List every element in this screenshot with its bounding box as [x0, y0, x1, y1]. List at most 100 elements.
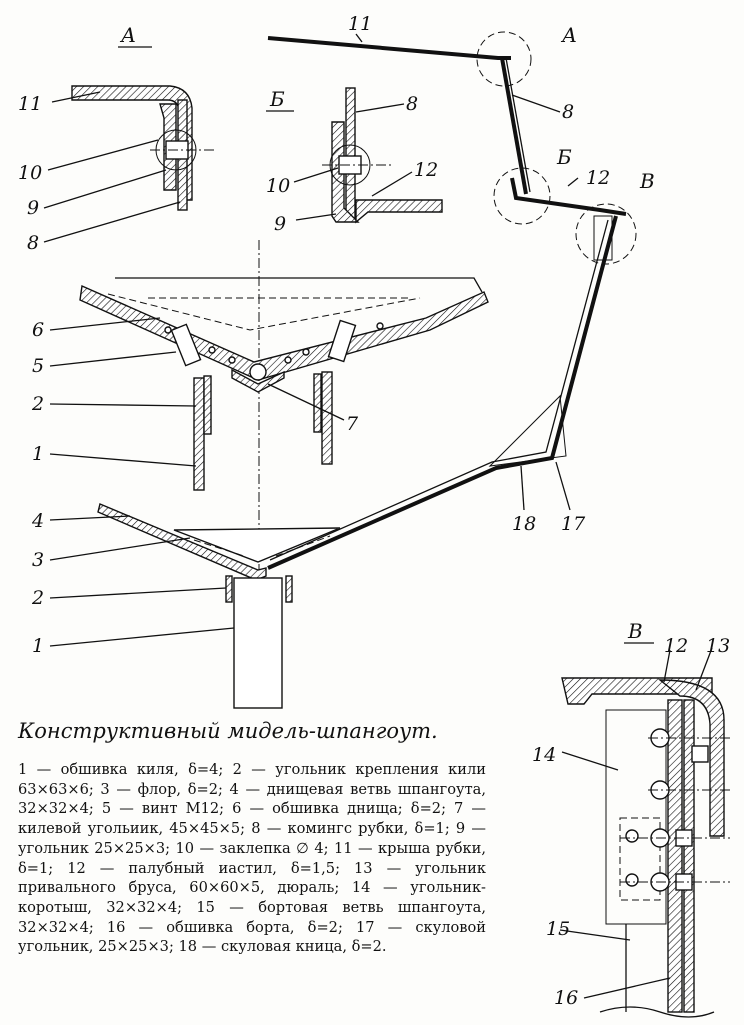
- section-outline: 11 А 8 Б 12 В 18 17: [267, 13, 655, 570]
- num-16: 16: [554, 987, 578, 1009]
- keel-section-upper: 6 5 2 1 7: [31, 277, 489, 491]
- detail-v: В 12 13: [532, 619, 730, 1018]
- figure-legend-text: 1 — обшивка киля, δ=4; 2 — угольник креп…: [18, 761, 486, 956]
- short-angle-14: [605, 709, 667, 925]
- leader-1-upper: [49, 453, 197, 467]
- num-12-top: 12: [586, 167, 610, 189]
- detail-a: А 11 10 9 8: [18, 23, 214, 254]
- num-2-upper: 2: [31, 393, 44, 415]
- leader-4: [49, 515, 131, 521]
- break-line: [599, 1006, 715, 1018]
- num-1-lower: 1: [32, 635, 44, 657]
- coaming-8-b: [345, 87, 356, 219]
- frame-inner-line: [269, 219, 609, 561]
- leader-12-v: [663, 649, 671, 683]
- detail-a-label: А: [119, 23, 136, 47]
- detail-v-rivets: [625, 728, 709, 892]
- num-8-b: 8: [406, 93, 418, 115]
- detail-a-circle: [476, 31, 532, 87]
- leader-17: [555, 461, 571, 511]
- keel-rivet: [249, 363, 267, 381]
- bilge-bracket-18: [488, 394, 567, 467]
- num-10-b: 10: [266, 175, 290, 197]
- num-5: 5: [32, 355, 44, 377]
- rivet-row: [164, 322, 384, 364]
- keel-plate-1-left: [193, 377, 205, 491]
- deck-12-b: [355, 199, 443, 224]
- side-frame-15: [683, 699, 695, 1013]
- leader-2-upper: [49, 403, 197, 407]
- leader-2-lower: [49, 587, 227, 599]
- num-9-a: 9: [27, 197, 39, 219]
- short-angle-dashed: [619, 817, 661, 901]
- detail-v-circle: [575, 203, 637, 265]
- leader-12b: [371, 171, 413, 197]
- num-10-a: 10: [18, 162, 42, 184]
- num-9-b: 9: [274, 213, 286, 235]
- floor-3: [173, 527, 341, 563]
- leader-15: [559, 929, 631, 941]
- keel-angle-2-right: [313, 373, 322, 433]
- leader-18: [520, 465, 525, 511]
- num-11-a: 11: [18, 93, 42, 115]
- leader-9a: [43, 169, 167, 209]
- keel-angle-7: [231, 368, 285, 393]
- detail-v-label: В: [627, 619, 643, 643]
- figure-caption-title: Конструктивный мидель-шпангоут.: [18, 719, 438, 743]
- bolt-5-left: [170, 323, 202, 367]
- side-shell-16: [667, 699, 683, 1013]
- leader-11a: [51, 91, 101, 103]
- leader-5: [49, 351, 177, 367]
- deck-12: [510, 177, 627, 216]
- num-15: 15: [546, 918, 570, 940]
- num-18: 18: [512, 513, 536, 535]
- num-17: 17: [561, 513, 586, 535]
- leader-10a: [47, 139, 159, 171]
- leader-7: [267, 383, 345, 421]
- floor-3-rivets-r: [275, 535, 331, 557]
- coaming-8-inner: [505, 57, 531, 193]
- leader-3: [49, 537, 191, 561]
- leader-14: [561, 751, 619, 771]
- num-6: 6: [32, 319, 44, 341]
- num-12-v: 12: [664, 635, 688, 657]
- keel-plate-1-right: [321, 371, 333, 465]
- bottom-plating-6: [79, 284, 489, 381]
- coaming-8-line: [500, 57, 528, 195]
- floor-rivets-line: [107, 293, 421, 331]
- angle-9-b: [331, 121, 360, 223]
- num-14: 14: [532, 744, 556, 766]
- floor-3-rivets: [193, 539, 245, 557]
- roof-11: [267, 36, 511, 60]
- detail-b: Б 8 10 12 9: [266, 87, 443, 235]
- leader-10b: [293, 167, 339, 183]
- bottom-shell-lower: [97, 503, 267, 581]
- detail-b-label: Б: [269, 87, 285, 111]
- keel-angle-2-lower-r: [285, 575, 293, 603]
- leader-13-v: [695, 647, 713, 691]
- detail-a-circle-label: А: [560, 23, 577, 47]
- bolt-5-right: [327, 319, 357, 363]
- num-1-upper: 1: [32, 443, 44, 465]
- gunwale-angle-box: [593, 215, 613, 261]
- num-7: 7: [346, 413, 359, 435]
- keel-plate-1-lower: [233, 577, 283, 709]
- detail-b-circle-label: Б: [556, 145, 572, 169]
- detail-b-circle: [493, 167, 551, 225]
- leader-1-lower: [49, 627, 235, 647]
- leader-8b: [355, 103, 405, 113]
- leader-11-top: [355, 33, 363, 43]
- leader-16: [583, 977, 671, 999]
- leader-6: [49, 317, 161, 331]
- num-4: 4: [31, 510, 44, 532]
- keel-section-lower: 4 3 2 1: [31, 503, 341, 709]
- keel-angle-2-left: [203, 375, 212, 435]
- num-2-lower: 2: [31, 587, 44, 609]
- num-12-b: 12: [414, 159, 438, 181]
- leader-8-top: [511, 94, 561, 113]
- keel-angle-2-lower-l: [225, 575, 233, 603]
- leader-12-top: [567, 177, 579, 187]
- num-3: 3: [32, 549, 44, 571]
